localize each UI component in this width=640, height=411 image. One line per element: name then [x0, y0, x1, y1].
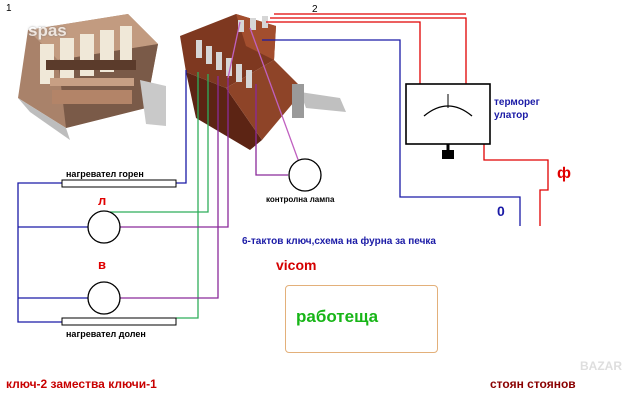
wire-green-2	[110, 74, 209, 213]
wire-red-thermo-left	[266, 21, 421, 84]
wire-lamp-pink	[249, 27, 301, 166]
wire-blue-neutral	[262, 39, 521, 226]
footer-note-left: ключ-2 замества ключи-1	[6, 377, 157, 391]
watermark-spas: spas	[28, 21, 67, 40]
heater-bottom-element	[61, 317, 177, 326]
corner-number-2: 2	[312, 4, 318, 15]
footer-author: стоян стоянов	[490, 377, 576, 391]
thermostat-label: термoрег улатор	[494, 97, 540, 121]
heater-bottom-label: нагревател долен	[66, 329, 146, 339]
letter-v-label: в	[98, 257, 106, 272]
wire-lamp-pink-2	[227, 21, 241, 79]
thermostat-symbol	[405, 83, 491, 159]
wire-lamp-purple	[255, 84, 288, 176]
switch-2-image	[180, 14, 346, 150]
wire-purple-1	[120, 76, 219, 299]
wire-purple-2	[120, 78, 229, 228]
switch-1-image	[18, 14, 166, 140]
letter-l-label: л	[98, 193, 107, 208]
corner-number-1: 1	[6, 3, 12, 14]
diagram-description: 6-тактов ключ,схема на фурна за печка	[242, 236, 436, 247]
wire-green-1	[176, 72, 199, 319]
phase-label: ф	[557, 165, 571, 182]
working-status-label: работеща	[296, 307, 379, 326]
control-lamp	[288, 158, 322, 192]
wire-blue-heater-top	[176, 70, 187, 184]
wire-red-thermo-right	[270, 17, 467, 84]
wire-red-phase	[483, 84, 549, 226]
lamp-l	[87, 210, 121, 244]
heater-top-element	[61, 179, 177, 188]
lamp-v	[87, 281, 121, 315]
control-lamp-label: контролна лампа	[266, 195, 335, 204]
neutral-label: 0	[497, 203, 505, 219]
working-status-box	[285, 285, 438, 353]
heater-top-label: нагревател горен	[66, 169, 144, 179]
corner-watermark: BAZAR	[580, 359, 622, 373]
wire-blue-left-loop	[17, 182, 62, 323]
brand-label: vicom	[276, 257, 317, 273]
